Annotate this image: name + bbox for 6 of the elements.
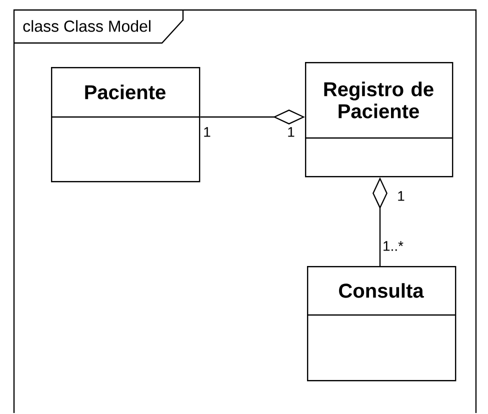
class-box: Registro de Paciente bbox=[305, 62, 454, 178]
multiplicity-label: 1..* bbox=[384, 241, 404, 251]
class-box: Paciente bbox=[51, 67, 200, 182]
multiplicity-label: 1 bbox=[204, 127, 210, 137]
multiplicity-label: 1 bbox=[398, 191, 404, 201]
class-box: Consulta bbox=[307, 266, 456, 382]
